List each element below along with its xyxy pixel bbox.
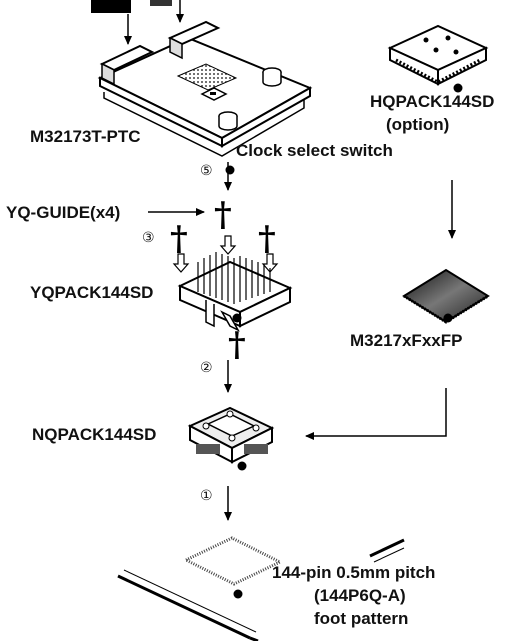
hqpack-option-label: (option)	[386, 115, 449, 134]
hqpack-drawing	[387, 24, 489, 93]
yq-guide-label: YQ-GUIDE(x4)	[6, 203, 120, 222]
mcu-to-nqpack-arrow	[305, 388, 447, 440]
step-3-hollow-arrows	[172, 235, 279, 273]
foot-pattern-line3: foot pattern	[314, 609, 408, 628]
nqpack-label: NQPACK144SD	[32, 425, 156, 444]
foot-pattern-board-drawing	[117, 536, 405, 641]
nqpack-drawing	[187, 406, 275, 471]
step-3-marker: ③	[142, 230, 155, 246]
step-5-marker: ⑤	[200, 163, 213, 179]
step-1-marker: ①	[200, 488, 213, 504]
foot-pattern-line1: 144-pin 0.5mm pitch	[272, 563, 435, 582]
mcu-label: M3217xFxxFP	[350, 331, 462, 350]
hqpack-label: HQPACK144SD	[370, 92, 494, 111]
mcu-chip-drawing	[402, 268, 490, 324]
guide-icon-top: †	[214, 195, 232, 235]
guide-icon-bottom: †	[228, 325, 246, 365]
pin1-dot-foot	[233, 589, 243, 599]
yqpack-drawing	[177, 252, 293, 332]
guide-icon-right: †	[258, 219, 276, 259]
pin1-dot-yqpack	[232, 313, 242, 323]
guide-icon-left: †	[170, 219, 188, 259]
pin1-dot-nqpack	[237, 461, 247, 471]
target-board-drawing	[91, 0, 313, 175]
step-2-marker: ②	[200, 360, 213, 376]
pin1-dot-board	[225, 165, 235, 175]
pin1-dot-mcu	[443, 313, 453, 323]
yqpack-label: YQPACK144SD	[30, 283, 153, 302]
foot-pattern-line2: (144P6Q-A)	[314, 586, 406, 605]
target-board-label: M32173T-PTC	[30, 127, 141, 146]
clock-switch-label: Clock select switch	[236, 141, 393, 160]
pin1-dot-hqpack	[453, 83, 463, 93]
